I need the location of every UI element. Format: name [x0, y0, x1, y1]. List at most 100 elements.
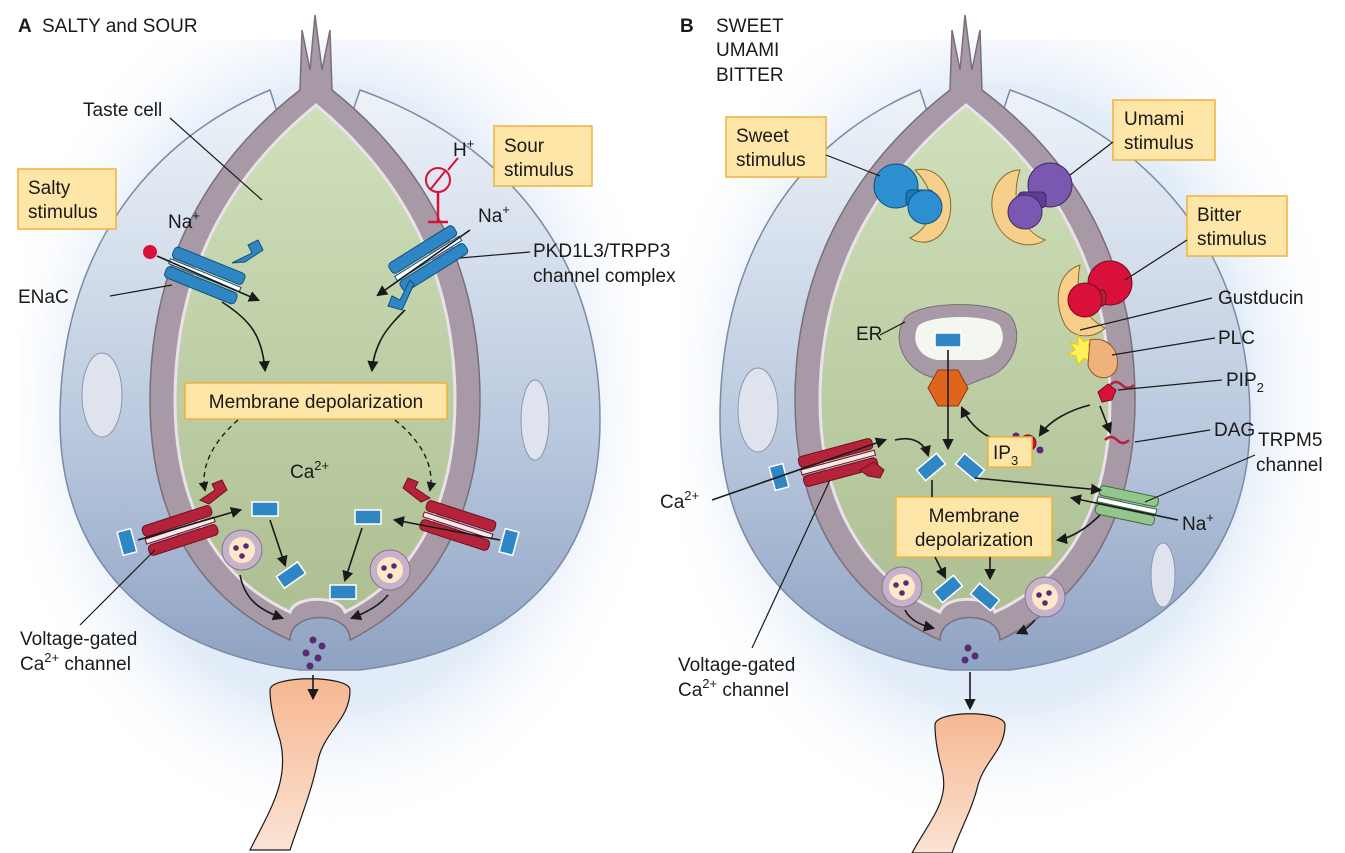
ca-channel-subunit	[198, 479, 228, 505]
transmitter-dot	[318, 642, 326, 650]
exocytosis-arrow-b-left	[904, 609, 936, 632]
enac-subunit	[231, 239, 264, 264]
pip2-to-dag-arrow	[1099, 405, 1113, 435]
trpm5-leader	[1144, 454, 1256, 503]
ca-arrow	[342, 527, 363, 583]
membrane-depolarization-b-line1: Membrane	[929, 506, 1020, 527]
ca-to-trpm5-arrow	[974, 477, 1103, 495]
vgcc-leader-a	[79, 549, 156, 626]
umami-stimulus-line1: Umami	[1124, 109, 1184, 130]
pip2-tail	[1109, 380, 1135, 390]
panel-a-letter: A	[18, 16, 32, 37]
umami-leader	[1069, 141, 1114, 176]
ca-ion-inside-b	[969, 582, 1001, 612]
sweet-stimulus-line2: stimulus	[736, 150, 806, 171]
proton-inhibition-bar	[428, 192, 448, 224]
transmitter-dot	[961, 656, 969, 664]
h-ion-label: H+	[453, 136, 474, 161]
plc-enzyme	[1087, 338, 1118, 379]
ca-ion-inside	[354, 509, 382, 525]
pkd-subunit	[387, 279, 415, 311]
dashed-arrow-right	[394, 419, 437, 492]
er-leader	[879, 321, 906, 336]
vgcc-leader-b	[751, 479, 831, 649]
trpm5-label-line1: TRPM5	[1258, 430, 1322, 451]
ca-ion-in-er	[934, 332, 962, 348]
trpm5-to-depol-arrow	[1055, 514, 1101, 545]
proton-tether	[447, 157, 459, 171]
salty-stimulus-box	[17, 168, 117, 230]
bitter-stimulus-box	[1186, 195, 1288, 257]
transmitter-dot	[314, 654, 322, 662]
vgcc-label-b-line2: Ca2+ channel	[678, 676, 789, 701]
panel-a: A SALTY and SOUR Taste cell Salty stimul…	[17, 14, 676, 851]
ip3-phosphate	[1036, 446, 1044, 454]
ip3-label: IP3	[993, 443, 1018, 468]
vesicle-a-right	[369, 549, 411, 591]
ca-influx-arrow-b	[711, 437, 888, 501]
umami-stimulus-line2: stimulus	[1124, 133, 1194, 154]
sweet-receptor	[873, 163, 952, 243]
membrane-depolarization-box-b	[895, 496, 1053, 558]
ca-label-a: Ca2+	[290, 458, 329, 483]
arrow-to-depolarization-left	[221, 301, 270, 373]
na-label-b: Na+	[1182, 510, 1214, 535]
enac-channel	[164, 246, 246, 305]
vgcc-label-b-line1: Voltage-gated	[678, 655, 795, 676]
supporting-cell-b-right	[1150, 542, 1176, 608]
ca-ion-inside-b	[954, 452, 986, 482]
ca-ion-inside-b	[932, 574, 964, 604]
ca-arrow	[269, 519, 288, 568]
taste-cell-leader	[169, 117, 263, 201]
na-ion-icon	[143, 245, 157, 259]
dag-label: DAG	[1214, 420, 1255, 441]
bitter-stimulus-line2: stimulus	[1197, 229, 1267, 250]
membrane-depolarization-label-a: Membrane depolarization	[209, 392, 423, 413]
panel-b-letter: B	[680, 16, 694, 37]
sour-stimulus-line1: Sour	[504, 136, 545, 157]
na-label-left: Na+	[168, 208, 200, 233]
dag-leader	[1134, 429, 1211, 443]
transmitter-dot	[971, 652, 979, 660]
depol-arrow-b-left	[934, 556, 947, 580]
pip2-to-ip3-arrow	[1038, 404, 1091, 437]
trpm5-label-line2: channel	[1256, 455, 1323, 476]
panel-b: B SWEET UMAMI BITTER Sweet stimulus Umam…	[660, 14, 1323, 853]
salty-stimulus-line2: stimulus	[28, 202, 98, 223]
membrane-depolarization-box-a	[184, 382, 448, 420]
vesicle-b-left	[881, 566, 923, 608]
bitter-leader	[1124, 239, 1188, 281]
transmitter-dot	[302, 649, 310, 657]
na-influx-arrow-a	[156, 255, 261, 302]
na-influx-arrow-b	[1069, 494, 1179, 521]
supporting-cell-b-left	[737, 367, 779, 453]
na-influx-arrow-a-right	[376, 229, 471, 297]
plc-leader	[1111, 337, 1216, 356]
panel-b-title-line3: BITTER	[716, 65, 784, 86]
vesicle-b-right	[1024, 576, 1066, 618]
ca-ion-outside-right	[498, 527, 520, 557]
bitter-stimulus-line1: Bitter	[1197, 205, 1242, 226]
ca-channel-subunit	[402, 477, 432, 503]
pkd-leader	[459, 251, 531, 259]
pip2-label: PIP2	[1226, 370, 1264, 395]
proton-block-slash	[429, 169, 447, 191]
arrow-to-depolarization-right	[367, 309, 406, 373]
ca-label-b: Ca2+	[660, 488, 699, 513]
dashed-arrow-left	[198, 419, 239, 492]
ca-influx-arrow-right	[392, 516, 501, 541]
afferent-nerve-b	[911, 713, 1006, 853]
afferent-nerve-a	[249, 678, 351, 851]
pip2-leader	[1117, 379, 1223, 391]
enac-label: ENaC	[18, 287, 69, 308]
sweet-stimulus-box	[725, 116, 827, 178]
voltage-gated-ca-channel-b	[797, 438, 879, 487]
exocytosis-arrow-left	[239, 574, 285, 621]
salty-stimulus-line1: Salty	[28, 178, 71, 199]
panel-b-title-line1: SWEET	[716, 16, 784, 37]
pkd-label-line1: PKD1L3/TRPP3	[533, 241, 670, 262]
bitter-receptor	[1057, 260, 1133, 337]
transmitter-dot	[306, 662, 314, 670]
ca-arrow-b	[894, 437, 931, 458]
ca-ion-outside-left	[116, 527, 138, 557]
